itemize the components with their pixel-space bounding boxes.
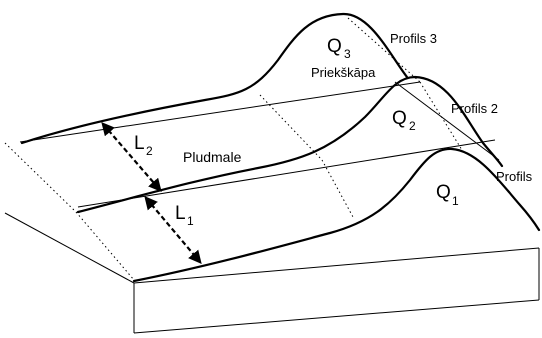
surface-gridlines: [19, 81, 500, 208]
base-block-top-front-edge: [133, 247, 540, 284]
profile-2-curve: [76, 75, 504, 214]
label-q1: Q 1: [436, 182, 459, 208]
base-block-left-edge: [4, 212, 135, 284]
arrow-l1: [144, 195, 202, 265]
label-q2: Q 2: [392, 108, 416, 133]
label-profile-3: Profils 3: [390, 31, 437, 46]
label-q2-letter: Q: [392, 108, 407, 129]
profile-1-curve: [132, 147, 541, 283]
arrow-l2: [101, 122, 162, 192]
label-l2-letter: L: [134, 133, 145, 154]
gridline-middle: [77, 139, 496, 208]
dotted-guide-mid: [259, 94, 323, 161]
label-foredune: Priekškāpa: [311, 65, 376, 80]
label-q1-subscript: 1: [452, 194, 459, 208]
gridline-right: [394, 81, 500, 161]
label-l2-subscript: 2: [146, 144, 153, 158]
label-l1-subscript: 1: [187, 214, 194, 228]
gridline-top: [19, 81, 421, 143]
label-beach: Pludmale: [183, 149, 242, 165]
label-q2-subscript: 2: [409, 119, 416, 133]
dotted-guide-left-lower: [75, 211, 135, 281]
label-q1-letter: Q: [436, 182, 451, 203]
dotted-guide-mid-lower: [321, 159, 354, 218]
profile-3-curve: [20, 12, 409, 145]
label-profile-2: Profils 2: [451, 101, 498, 116]
distance-arrows: [101, 122, 202, 265]
label-profile-1: Profils: [496, 169, 533, 184]
dune-profiles: [20, 12, 541, 283]
label-l2: L 2: [134, 133, 153, 158]
dotted-guide-left: [4, 142, 77, 213]
base-block: [4, 212, 540, 334]
label-l1-letter: L: [175, 203, 186, 224]
base-block-bottom-edge: [133, 299, 540, 334]
label-q3-letter: Q: [327, 36, 342, 57]
label-l1: L 1: [175, 203, 194, 228]
dotted-guides: [4, 17, 463, 281]
label-q3-subscript: 3: [344, 47, 351, 61]
label-q3: Q 3: [327, 36, 351, 61]
